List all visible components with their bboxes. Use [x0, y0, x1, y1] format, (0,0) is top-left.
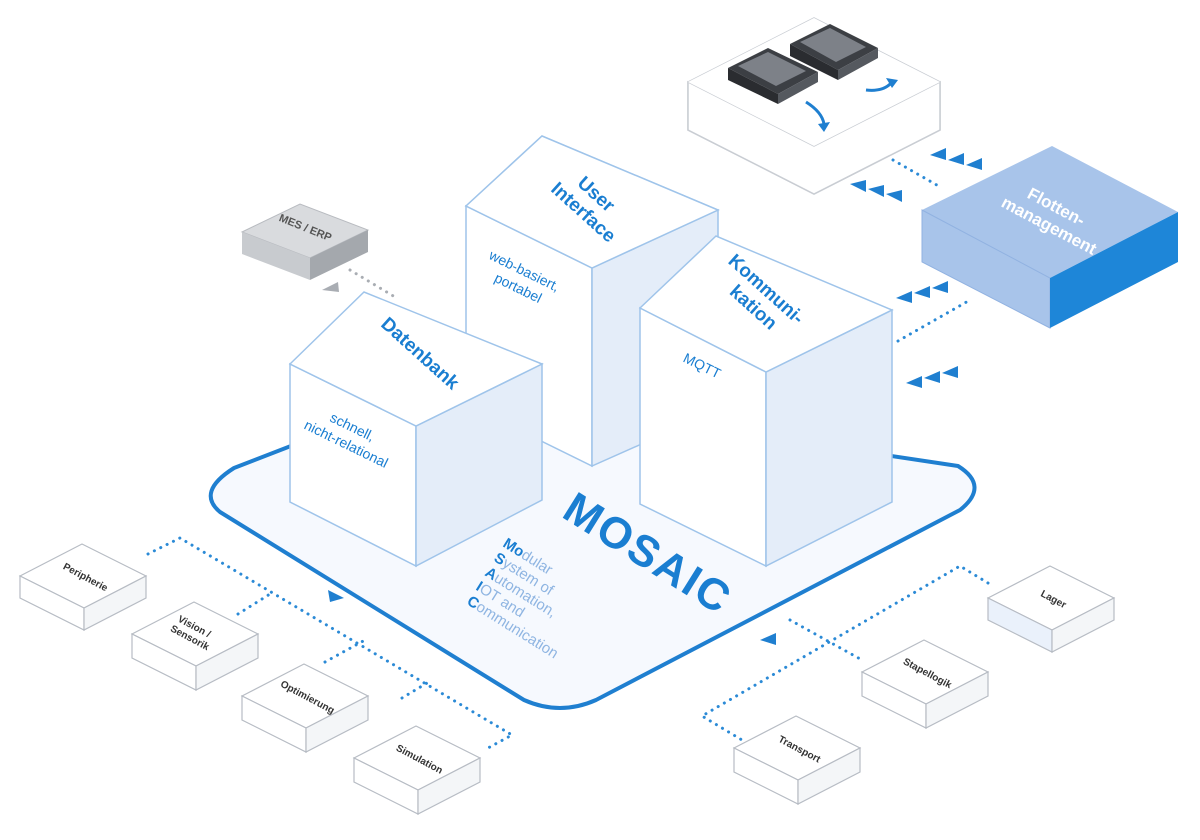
module-optimierung[interactable]: Optimierung [240, 663, 370, 753]
module-lager[interactable]: Lager [986, 565, 1116, 653]
cube-datenbank[interactable]: Datenbank schnell, nicht-relational [288, 291, 544, 568]
arrow-markers [322, 148, 982, 645]
cube-kommunikation[interactable]: Kommuni- kation MQTT [638, 235, 894, 568]
flottenmanagement-block[interactable]: Flotten- management [921, 146, 1178, 329]
agv-vehicle-icon [728, 48, 818, 104]
agv-vehicle-icon [790, 24, 878, 80]
mes-erp-block[interactable]: MES / ERP [240, 203, 370, 280]
module-simulation[interactable]: Simulation [352, 725, 482, 815]
module-transport[interactable]: Transport [732, 715, 862, 805]
agv-fleet-illustration [687, 17, 941, 195]
module-stapellogik[interactable]: Stapellogik [860, 639, 990, 729]
connectors [146, 158, 990, 750]
module-vision-sensorik[interactable]: Vision / Sensorik [130, 601, 260, 691]
module-peripherie[interactable]: Peripherie [18, 543, 148, 631]
